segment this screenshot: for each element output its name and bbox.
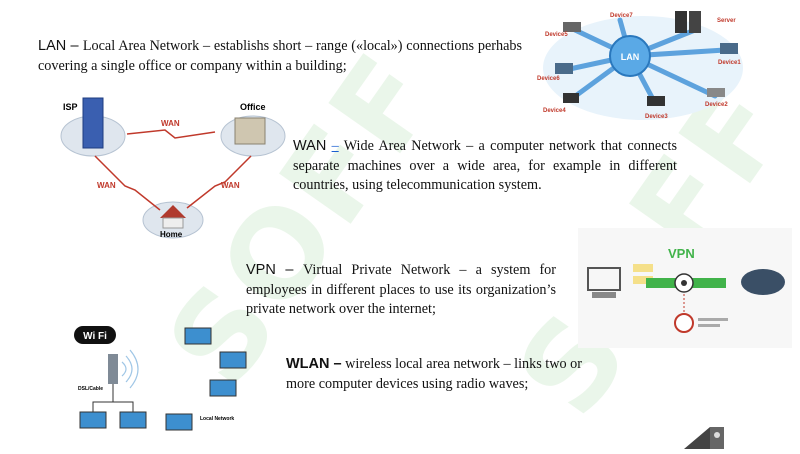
vpn-laptop-icon xyxy=(587,267,621,291)
lan-device-label-2: Device2 xyxy=(705,102,728,108)
isp-label: ISP xyxy=(63,102,78,112)
wlan-modem-label: DSL/Cable xyxy=(78,386,103,392)
wlan-text: wireless local area network – links two … xyxy=(286,356,582,392)
lan-device-label-3: Device3 xyxy=(645,114,668,120)
vpn-cloud-icon xyxy=(741,269,785,295)
lan-device-label-1: Device1 xyxy=(718,60,741,66)
lan-diagram-svg: LAN Device5 Device7 Server Device1 Devic… xyxy=(537,11,743,120)
vpn-hacker-icon xyxy=(674,313,694,333)
wan-link-label-right: WAN xyxy=(221,181,240,190)
home-roof-icon xyxy=(160,205,186,218)
lan-text: Local Area Network – establishs short – … xyxy=(38,38,523,74)
lan-server-label: Server xyxy=(717,18,736,24)
isp-server-icon xyxy=(82,97,104,149)
wlan-paragraph: WLAN – wireless local area network – lin… xyxy=(286,355,606,394)
wlan-network-label: Local Network xyxy=(200,416,234,422)
wlan-device-icon-4 xyxy=(79,411,107,429)
corner-icon-svg xyxy=(684,427,724,449)
office-building-icon xyxy=(234,117,266,145)
wan-paragraph: WAN – Wide Area Network – a computer net… xyxy=(293,137,677,196)
vpn-text-line-1 xyxy=(698,318,728,321)
wlan-wire-2 xyxy=(113,401,134,412)
wlan-device-icon-5 xyxy=(119,411,147,429)
vpn-diagram: VPN xyxy=(578,228,792,348)
lan-device-label-5: Device5 xyxy=(545,32,568,38)
device-icon-1 xyxy=(563,22,581,32)
lan-term: LAN xyxy=(38,38,67,54)
lan-device-label-4: Device4 xyxy=(543,108,566,114)
vpn-paragraph: VPN – Virtual Private Network – a system… xyxy=(246,261,556,320)
home-wall-icon xyxy=(162,217,184,229)
wlan-signal-waves xyxy=(121,349,139,389)
device-icon-4 xyxy=(563,93,579,103)
vpn-laptop-base-icon xyxy=(592,292,616,298)
vpn-title: VPN xyxy=(668,246,695,261)
wlan-router-icon xyxy=(108,354,118,384)
vpn-note-1 xyxy=(633,264,653,272)
device-icon-2 xyxy=(720,43,738,54)
wifi-logo-text: Wi Fi xyxy=(83,331,107,342)
lan-device-label-7: Device7 xyxy=(610,13,633,19)
wan-text: Wide Area Network – a computer network t… xyxy=(293,138,677,193)
wlan-device-icon-2 xyxy=(219,351,247,369)
vpn-text: Virtual Private Network – a system for e… xyxy=(246,262,556,317)
wlan-diagram-svg: Wi Fi DSL/Cable Local Network xyxy=(74,326,247,431)
wan-link-top xyxy=(126,129,216,139)
wlan-device-icon-6 xyxy=(165,413,193,431)
wan-link-label-left: WAN xyxy=(97,181,116,190)
wlan-wire-1 xyxy=(92,384,114,412)
wan-term: WAN xyxy=(293,138,327,154)
device-icon-5 xyxy=(647,96,665,106)
wan-link-right xyxy=(186,155,252,209)
device-icon-3 xyxy=(555,63,573,74)
lan-hub xyxy=(609,35,651,77)
lan-sep: – xyxy=(66,38,83,54)
wlan-device-icon-1 xyxy=(184,327,212,345)
vpn-term: VPN xyxy=(246,262,276,278)
server-icon xyxy=(675,11,687,33)
wlan-diagram: Wi Fi DSL/Cable Local Network xyxy=(70,322,270,440)
corner-icon[interactable] xyxy=(684,427,724,449)
wlan-term: WLAN – xyxy=(286,356,342,372)
wan-diagram: ISP Office Home WAN WAN WAN xyxy=(55,90,295,250)
office-label: Office xyxy=(240,102,266,112)
vpn-sep: – xyxy=(275,262,304,278)
vpn-lock-dot-icon xyxy=(681,280,687,286)
wan-link-left xyxy=(94,155,161,211)
wlan-device-icon-3 xyxy=(209,379,237,397)
wifi-logo xyxy=(74,326,116,344)
device-icon-6 xyxy=(707,88,725,97)
home-label: Home xyxy=(160,230,183,239)
vpn-diagram-svg: VPN xyxy=(587,246,785,333)
lan-hub-label: LAN xyxy=(621,52,640,62)
lan-diagram: LAN Device5 Device7 Server Device1 Devic… xyxy=(535,8,750,126)
wan-diagram-svg: ISP Office Home WAN WAN WAN xyxy=(60,97,286,239)
server-icon-2 xyxy=(689,11,701,33)
vpn-note-2 xyxy=(633,276,653,284)
wan-link-label-top: WAN xyxy=(161,119,180,128)
lan-paragraph: LAN – Local Area Network – establishs sh… xyxy=(38,37,522,76)
lan-device-label-6: Device6 xyxy=(537,76,560,82)
vpn-text-line-2 xyxy=(698,324,720,327)
wan-dash-link[interactable]: – xyxy=(331,138,339,154)
